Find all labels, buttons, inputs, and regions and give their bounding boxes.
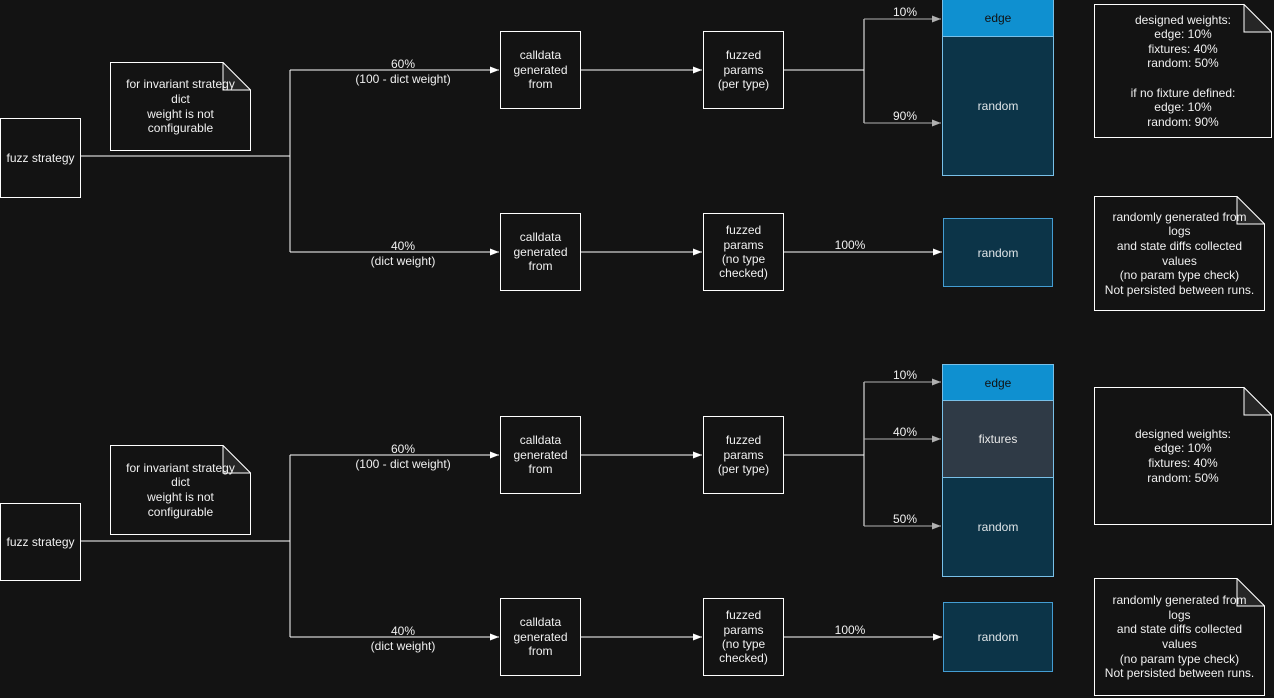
invariant-weight-note-bottom: for invariant strategy dict weight is no…	[110, 445, 251, 535]
designed-weights-note-bottom: designed weights: edge: 10% fixtures: 40…	[1094, 387, 1272, 525]
random-source-box-untyped-bottom: random	[943, 602, 1053, 672]
random-label: random	[977, 630, 1019, 644]
fixtures-source-box-bottom: fixtures	[943, 401, 1053, 478]
random-source-note-bottom: randomly generated from logs and state d…	[1094, 578, 1265, 696]
random-source-box-top: random	[943, 37, 1053, 175]
random-label: random	[977, 245, 1019, 260]
weight-label-100-top: 100%	[834, 238, 866, 252]
note-outline	[1094, 387, 1272, 525]
weight-label-90-top: 90%	[892, 109, 918, 123]
random-source-box-bottom: random	[943, 478, 1053, 576]
weight-label-40-bottom: 40%	[390, 624, 416, 638]
calldata-node-typed-bottom: calldata generated from	[500, 416, 581, 494]
edge-source-box-top: edge	[943, 0, 1053, 37]
fuzz-strategy-node-bottom: fuzz strategy	[0, 503, 81, 581]
weight-label-100-bottom: 100%	[834, 623, 866, 637]
note-outline	[110, 62, 251, 151]
fuzzed-params-typed-node-bottom: fuzzed params (per type)	[703, 416, 784, 494]
weighted-source-stack-top: edge random	[942, 0, 1054, 176]
fuzz-strategy-node-top: fuzz strategy	[0, 118, 81, 198]
note-outline	[1094, 196, 1265, 311]
weight-sublabel-60-top: (100 - dict weight)	[355, 72, 451, 86]
note-outline	[1094, 4, 1272, 138]
edge-label: edge	[984, 375, 1012, 390]
calldata-node-typed-top: calldata generated from	[500, 31, 581, 109]
weight-sublabel-40-top: (dict weight)	[370, 254, 436, 268]
designed-weights-note-top: designed weights: edge: 10% fixtures: 40…	[1094, 4, 1272, 138]
note-outline	[1094, 578, 1265, 696]
calldata-node-untyped-top: calldata generated from	[500, 213, 581, 291]
weight-label-60-top: 60%	[390, 57, 416, 71]
fuzzed-params-untyped-node-bottom: fuzzed params (no type checked)	[703, 598, 784, 676]
weight-sublabel-60-bottom: (100 - dict weight)	[355, 457, 451, 471]
weight-label-50-bottom: 50%	[892, 512, 918, 526]
edge-label: edge	[984, 10, 1012, 25]
weight-sublabel-40-bottom: (dict weight)	[370, 639, 436, 653]
weight-label-40-top: 40%	[390, 239, 416, 253]
weight-label-40-split-bottom: 40%	[892, 425, 918, 439]
weight-label-10-top: 10%	[892, 5, 918, 19]
fuzzed-params-untyped-node-top: fuzzed params (no type checked)	[703, 213, 784, 291]
random-label: random	[977, 99, 1019, 113]
random-label: random	[977, 520, 1019, 534]
invariant-weight-note-top: for invariant strategy dict weight is no…	[110, 62, 251, 151]
weight-label-60-bottom: 60%	[390, 442, 416, 456]
fixtures-label: fixtures	[978, 432, 1018, 446]
weight-label-10-bottom: 10%	[892, 368, 918, 382]
edge-source-box-bottom: edge	[943, 365, 1053, 401]
random-source-box-untyped-top: random	[943, 218, 1053, 287]
random-source-note-top: randomly generated from logs and state d…	[1094, 196, 1265, 311]
fuzzed-params-typed-node-top: fuzzed params (per type)	[703, 31, 784, 109]
weighted-source-stack-bottom: edge fixtures random	[942, 364, 1054, 577]
note-outline	[110, 445, 251, 535]
calldata-node-untyped-bottom: calldata generated from	[500, 598, 581, 676]
